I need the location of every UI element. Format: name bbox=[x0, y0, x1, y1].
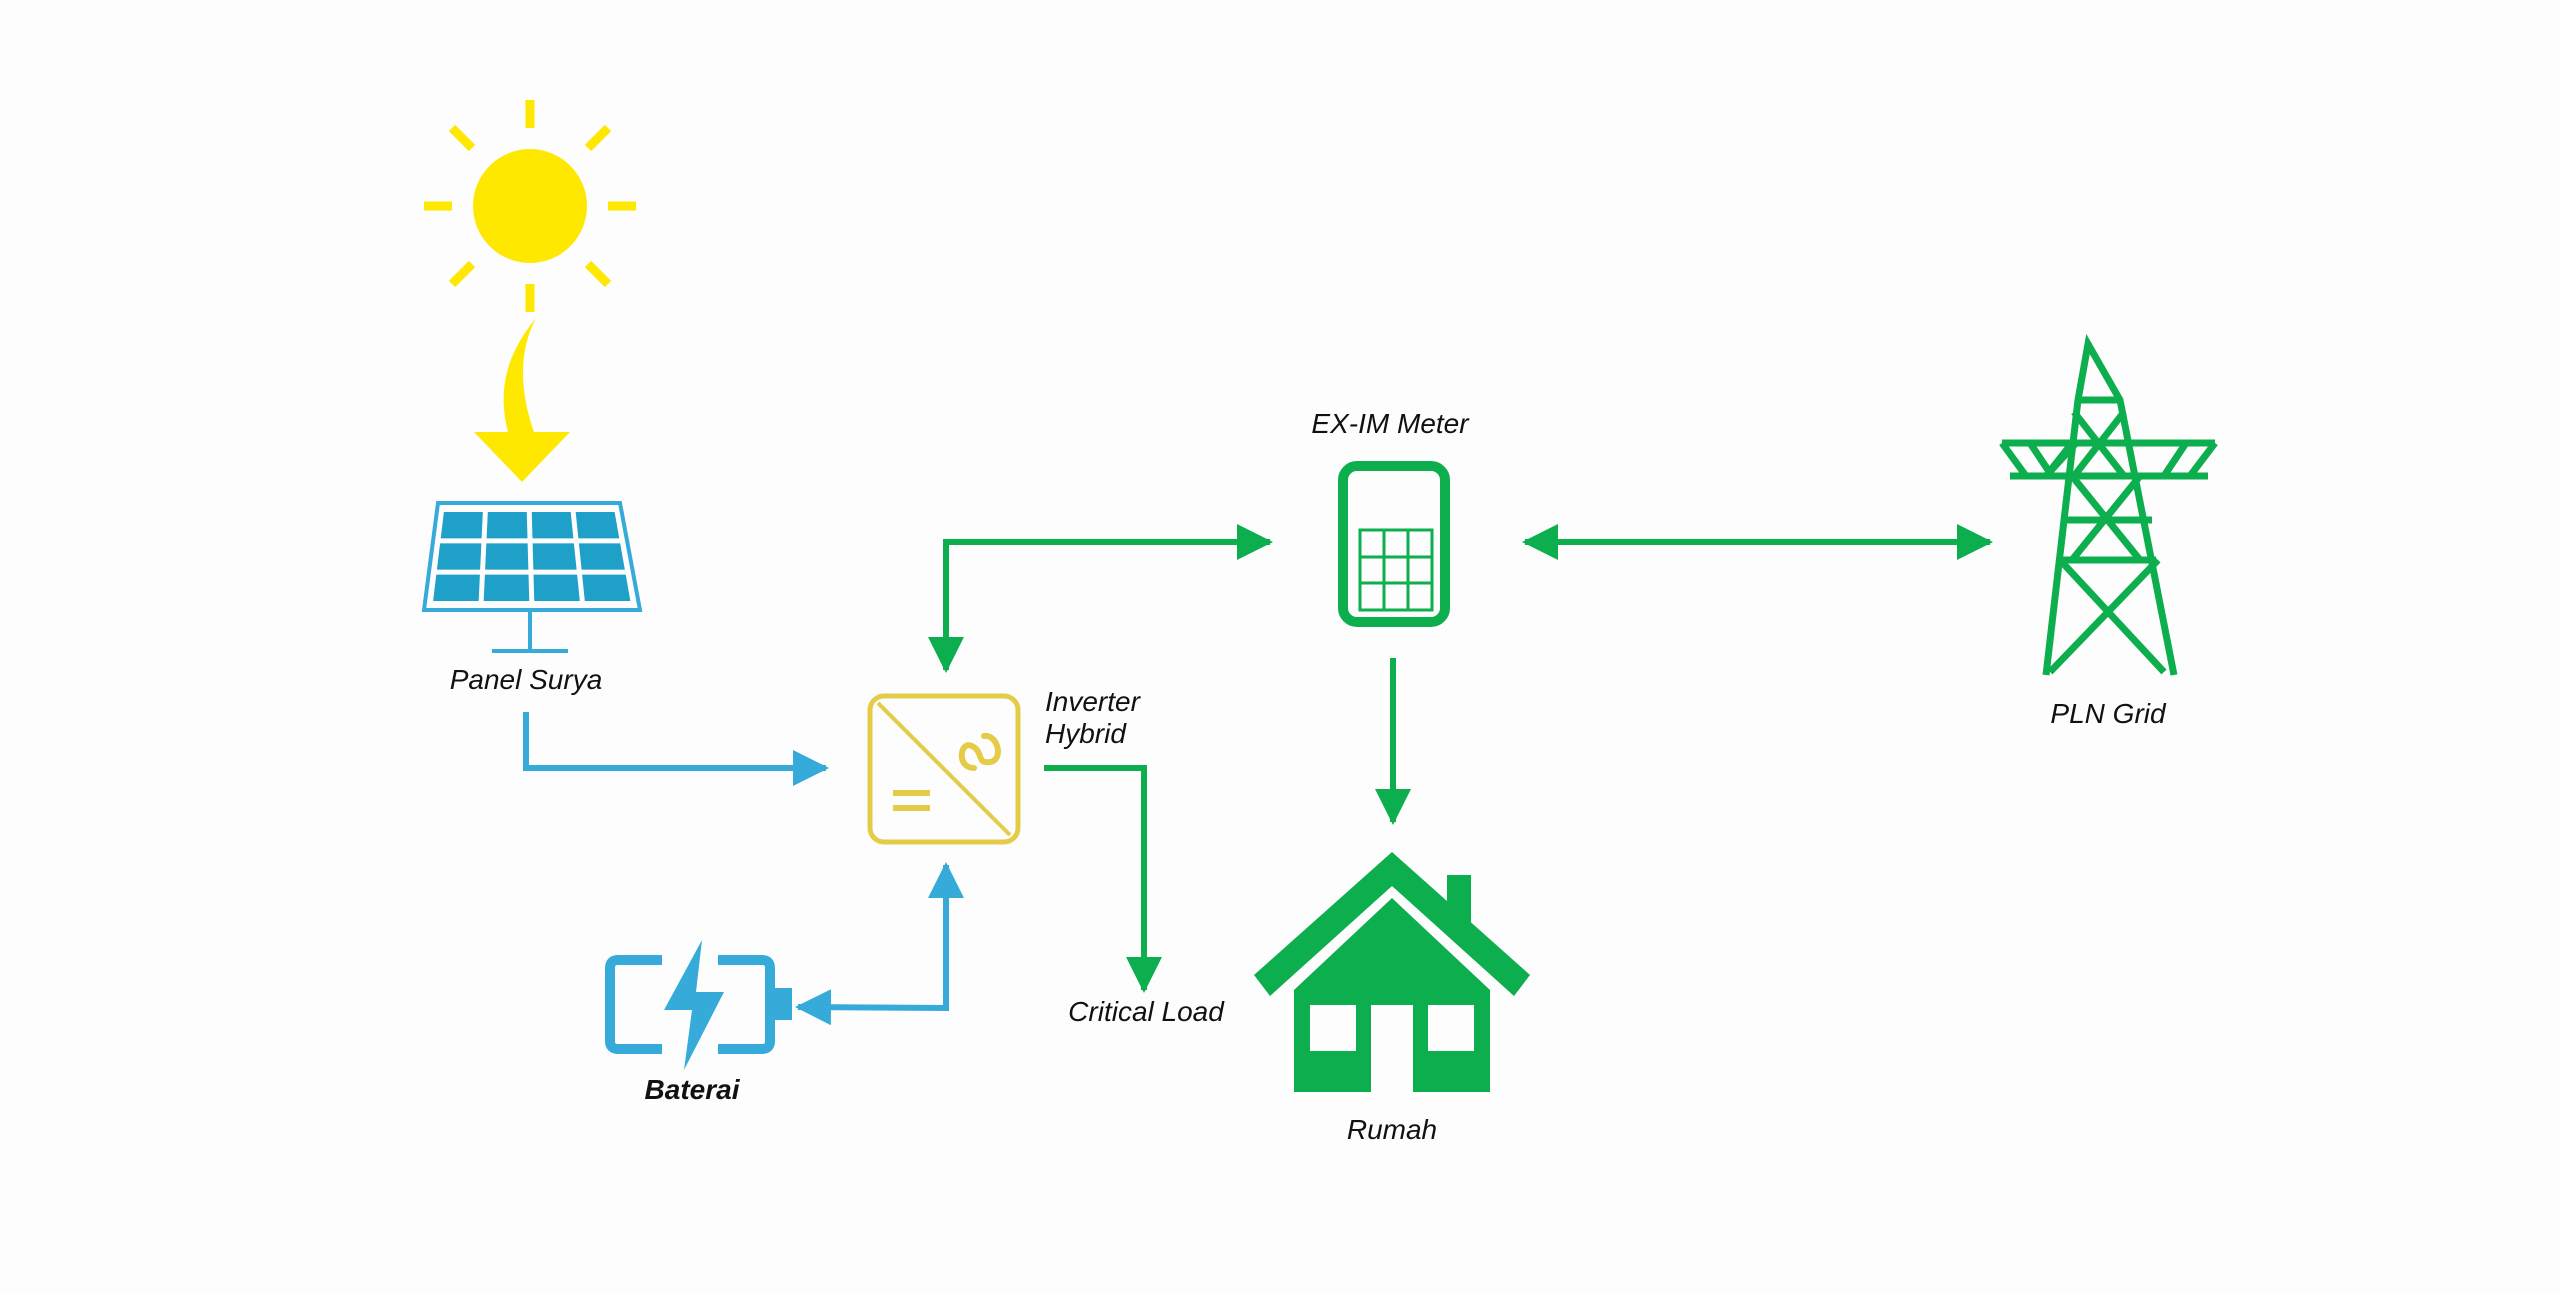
inverter-to-critical-load-arrow bbox=[1044, 765, 1162, 993]
house-label: Rumah bbox=[1346, 1114, 1438, 1145]
panel-cell bbox=[485, 543, 529, 570]
panel-cell bbox=[575, 512, 620, 539]
house-icon bbox=[1254, 852, 1530, 1092]
inverter-icon bbox=[867, 693, 1021, 845]
panel-label: Panel Surya bbox=[449, 664, 603, 695]
panel-cell bbox=[436, 543, 482, 570]
sun-icon bbox=[424, 100, 636, 312]
inverter-label: Inverter Hybrid bbox=[1045, 686, 1140, 750]
panel-cell bbox=[483, 574, 530, 601]
panel-cell bbox=[578, 543, 625, 570]
inverter-meter-arrow bbox=[928, 524, 1273, 673]
meter-label: EX-IM Meter bbox=[1311, 408, 1469, 439]
grid-label: PLN Grid bbox=[2050, 698, 2166, 729]
panel-cell bbox=[532, 543, 577, 570]
inverter-label-line2: Hybrid bbox=[1045, 718, 1126, 750]
transmission-tower-icon bbox=[1999, 333, 2218, 676]
panel-cell bbox=[440, 512, 483, 539]
battery-icon bbox=[605, 940, 792, 1070]
panel-cell bbox=[582, 574, 631, 601]
critical-load-label: Critical Load bbox=[1068, 996, 1224, 1027]
panel-cell bbox=[433, 574, 480, 601]
sun-to-panel-arrow bbox=[474, 318, 570, 482]
panel-cell bbox=[531, 512, 574, 539]
connectors bbox=[523, 524, 1993, 1026]
battery-label: Baterai bbox=[644, 1074, 740, 1105]
battery-inverter-arrow bbox=[795, 862, 964, 1026]
panel-cell bbox=[486, 512, 528, 539]
panel-to-inverter-arrow bbox=[523, 712, 829, 786]
meter-icon bbox=[1338, 461, 1450, 627]
panel-cell bbox=[533, 574, 580, 601]
solar-panel-icon bbox=[421, 501, 643, 653]
inverter-label-line1: Inverter bbox=[1045, 686, 1140, 717]
